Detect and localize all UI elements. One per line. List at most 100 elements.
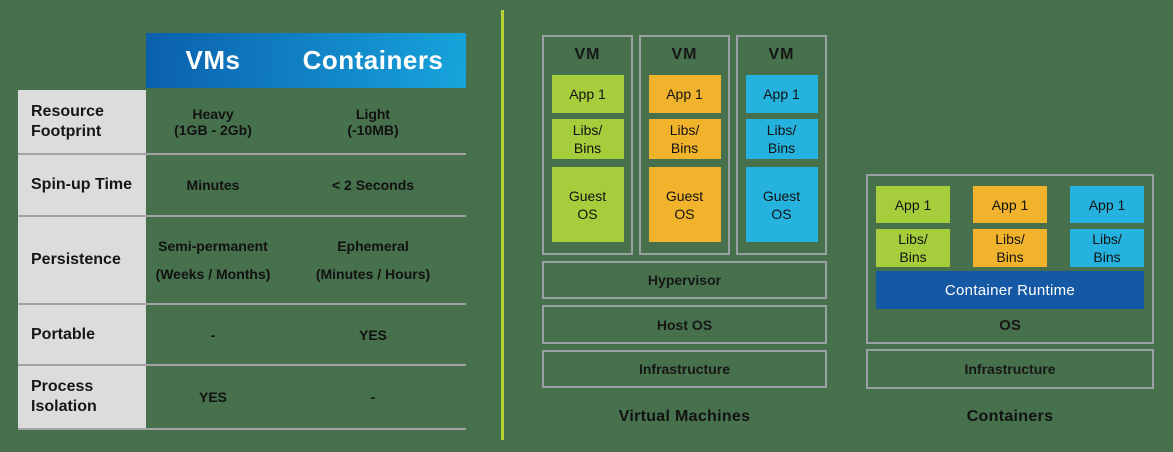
container-stack-1: App 1 Libs/ Bins <box>876 186 950 267</box>
table-row-persistence: Persistence Semi-permanent (Weeks / Mont… <box>18 217 466 303</box>
libs-line2: Bins <box>899 249 927 265</box>
table-row-resource-footprint: Resource Footprint Heavy (1GB - 2Gb) Lig… <box>18 90 466 153</box>
libs-line1: Libs/ <box>766 122 797 138</box>
vm-infrastructure-label: Infrastructure <box>638 361 731 377</box>
vm-value-line1: Minutes <box>186 177 240 193</box>
libs-line1: Libs/ <box>898 231 928 247</box>
table-header-containers: Containers <box>302 45 444 75</box>
row-label: Spin-up Time <box>18 155 146 215</box>
container-value-line2: (Minutes / Hours) <box>315 266 431 282</box>
ct3-libs-box: Libs/ Bins <box>1070 229 1144 267</box>
table-row-process-isolation: Process Isolation YES - <box>18 366 466 428</box>
container-value-line1: Ephemeral <box>337 238 409 254</box>
container-value: < 2 Seconds <box>280 155 466 215</box>
row-separator <box>18 428 466 430</box>
ct3-app-box: App 1 <box>1070 186 1144 223</box>
container-stack-3: App 1 Libs/ Bins <box>1070 186 1144 267</box>
vm-box-2: VM App 1 Libs/ Bins Guest OS <box>639 35 730 255</box>
table-row-portable: Portable - YES <box>18 305 466 364</box>
comparison-table: Resource Footprint Heavy (1GB - 2Gb) Lig… <box>18 90 466 430</box>
vm-infrastructure-layer: Infrastructure <box>542 350 827 388</box>
libs-line2: Bins <box>1093 249 1121 265</box>
host-os-layer: Host OS <box>542 305 827 344</box>
ct1-app-box: App 1 <box>876 186 950 223</box>
guest-line2: OS <box>577 205 598 222</box>
vm-value-line2: (1GB - 2Gb) <box>174 121 252 138</box>
libs-line1: Libs/ <box>669 122 700 138</box>
vm-box-title: VM <box>574 46 601 63</box>
libs-line1: Libs/ <box>995 231 1025 247</box>
container-runtime-bar: Container Runtime <box>876 271 1144 309</box>
vm-value-line1: - <box>210 326 216 343</box>
guest-line1: Guest <box>568 187 607 204</box>
host-os-label: Host OS <box>656 316 713 333</box>
table-header: VMs Containers <box>146 33 466 88</box>
vertical-divider <box>501 10 504 440</box>
container-value: YES <box>280 305 466 364</box>
container-value-line1: < 2 Seconds <box>331 177 415 193</box>
table-row-spin-up-time: Spin-up Time Minutes < 2 Seconds <box>18 155 466 215</box>
row-label: Resource Footprint <box>18 90 146 153</box>
vm-value-line1: Heavy <box>192 105 234 122</box>
guest-line1: Guest <box>665 187 704 204</box>
vm3-app-box: App 1 <box>745 75 818 113</box>
libs-line2: Bins <box>996 249 1024 265</box>
vm-box-title: VM <box>768 46 795 63</box>
container-stack-2: App 1 Libs/ Bins <box>973 186 1047 267</box>
hypervisor-label: Hypervisor <box>647 272 722 288</box>
ct1-libs-box: Libs/ Bins <box>876 229 950 267</box>
vm-box-title: VM <box>671 46 698 63</box>
container-value: Light (-10MB) <box>280 90 466 153</box>
container-value-line1: - <box>370 389 376 405</box>
vm-box-3: VM App 1 Libs/ Bins Guest OS <box>736 35 827 255</box>
guest-line2: OS <box>674 205 695 222</box>
container-value-line2: (-10MB) <box>347 121 399 138</box>
vm-box-1: VM App 1 Libs/ Bins Guest OS <box>542 35 633 255</box>
vm1-guest-os-box: Guest OS <box>551 167 624 242</box>
vm2-libs-box: Libs/ Bins <box>648 119 721 159</box>
vm-columns: VM App 1 Libs/ Bins Guest OS VM App 1 Li… <box>542 35 827 255</box>
vm-diagram-title: Virtual Machines <box>618 408 751 425</box>
row-label: Process Isolation <box>18 366 146 428</box>
containers-infrastructure-label: Infrastructure <box>964 361 1056 377</box>
vm-value-line1: YES <box>198 389 227 405</box>
vm-value: - <box>146 305 280 364</box>
os-label: OS <box>999 317 1021 334</box>
guest-line2: OS <box>771 205 792 222</box>
vm-value-line1: Semi-permanent <box>158 238 268 254</box>
container-stacks: App 1 Libs/ Bins App 1 Libs/ Bins App 1 … <box>876 186 1144 267</box>
vm2-app-box: App 1 <box>648 75 721 113</box>
ct2-app-box: App 1 <box>973 186 1047 223</box>
hypervisor-layer: Hypervisor <box>542 261 827 299</box>
row-separator <box>18 153 466 155</box>
ct2-libs-box: Libs/ Bins <box>973 229 1047 267</box>
guest-line1: Guest <box>762 187 801 204</box>
vm2-guest-os-box: Guest OS <box>648 167 721 242</box>
containers-infrastructure-layer: Infrastructure <box>866 349 1154 389</box>
row-separator <box>18 364 466 366</box>
container-value: - <box>280 366 466 428</box>
vm3-guest-os-box: Guest OS <box>745 167 818 242</box>
libs-line2: Bins <box>670 140 699 156</box>
row-label: Portable <box>18 305 146 364</box>
row-separator <box>18 303 466 305</box>
libs-line1: Libs/ <box>572 122 603 138</box>
vm1-libs-box: Libs/ Bins <box>551 119 624 159</box>
libs-line2: Bins <box>573 140 602 156</box>
row-label: Persistence <box>18 217 146 303</box>
vm3-libs-box: Libs/ Bins <box>745 119 818 159</box>
libs-line2: Bins <box>767 140 796 156</box>
vm-value: Heavy (1GB - 2Gb) <box>146 90 280 153</box>
vm-value: Semi-permanent (Weeks / Months) <box>146 217 280 303</box>
vm-value-line2: (Weeks / Months) <box>155 266 271 282</box>
containers-outer-box: App 1 Libs/ Bins App 1 Libs/ Bins App 1 … <box>866 174 1154 344</box>
vm-value: Minutes <box>146 155 280 215</box>
libs-line1: Libs/ <box>1092 231 1122 247</box>
row-separator <box>18 215 466 217</box>
container-value-line1: Light <box>355 105 391 122</box>
vm-value: YES <box>146 366 280 428</box>
vm1-app-box: App 1 <box>551 75 624 113</box>
table-header-vms: VMs <box>185 45 241 75</box>
containers-diagram-title: Containers <box>966 408 1054 425</box>
